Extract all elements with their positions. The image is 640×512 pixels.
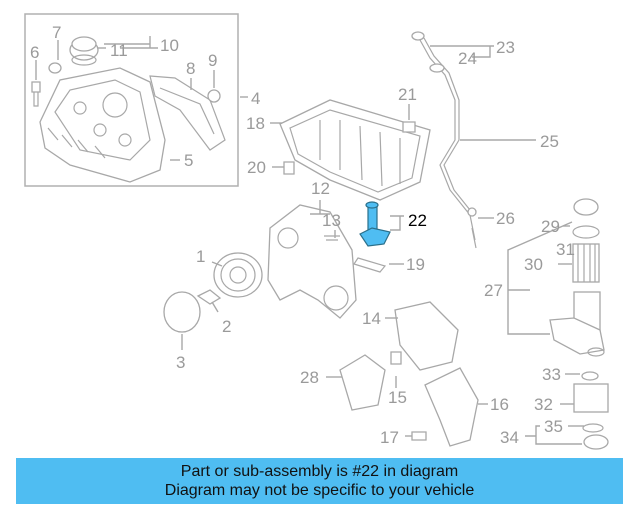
callout-13: 13	[322, 211, 341, 230]
callout-11: 11	[110, 41, 128, 60]
bracket-14	[394, 301, 459, 371]
callout-24: 24	[458, 49, 477, 68]
callout-16: 16	[490, 395, 509, 414]
callout-8: 8	[186, 59, 195, 78]
callout-4: 4	[251, 89, 260, 108]
valve-cover	[39, 67, 166, 183]
drain-plug	[283, 161, 295, 175]
bolt-13	[324, 235, 340, 241]
housing-28	[339, 354, 386, 411]
callout-5: 5	[184, 151, 193, 170]
banner-line-disclaimer: Diagram may not be specific to your vehi…	[164, 482, 475, 499]
cover-16	[424, 367, 479, 447]
callout-2: 2	[222, 317, 231, 336]
part-22-highlighted	[359, 201, 391, 247]
callout-27: 27	[484, 281, 503, 300]
callout-3: 3	[176, 353, 185, 372]
timing-cover	[267, 204, 357, 319]
small-cap	[48, 62, 62, 74]
parts-diagram: 1 2 3 4 5 6 7 8 9 10 11 12 13 14 15 16 1…	[24, 13, 609, 450]
callout-12: 12	[311, 179, 330, 198]
callout-35: 35	[544, 417, 563, 436]
callout-25: 25	[540, 132, 559, 151]
callout-1: 1	[196, 247, 205, 266]
valve-cover-bolt	[31, 81, 41, 107]
oil-pan	[279, 99, 431, 201]
callout-19: 19	[406, 255, 425, 274]
leader-lines	[35, 36, 584, 445]
callout-31: 31	[556, 240, 575, 259]
callout-18: 18	[246, 114, 265, 133]
oil-filler-cap	[69, 36, 99, 66]
callout-28: 28	[300, 368, 319, 387]
callout-32: 32	[534, 395, 553, 414]
grommet	[207, 89, 221, 103]
callout-23: 23	[496, 38, 515, 57]
callout-labels: 1 2 3 4 5 6 7 8 9 10 11 12 13 14 15 16 1…	[30, 23, 575, 447]
valve-cover-group-box	[24, 13, 239, 187]
crank-pulley	[213, 252, 263, 298]
pulley-bolt	[196, 289, 222, 305]
callout-34: 34	[500, 428, 519, 447]
seal	[163, 291, 201, 333]
valve-cover-gasket	[149, 75, 226, 151]
callout-6: 6	[30, 43, 39, 62]
dipstick-tube	[411, 31, 477, 249]
callout-22: 22	[408, 211, 427, 230]
bolt-15	[390, 351, 402, 365]
oil-filter-group	[549, 198, 609, 450]
callout-10: 10	[160, 36, 179, 55]
callout-30: 30	[524, 255, 543, 274]
callout-20: 20	[247, 158, 266, 177]
info-banner: Part or sub-assembly is #22 in diagram D…	[16, 458, 623, 504]
gasket-19	[353, 257, 387, 273]
callout-21: 21	[398, 85, 417, 104]
callout-7: 7	[52, 23, 61, 42]
callout-15: 15	[388, 388, 407, 407]
banner-line-part: Part or sub-assembly is #22 in diagram	[180, 463, 459, 480]
callout-29: 29	[541, 217, 560, 236]
callout-14: 14	[362, 309, 381, 328]
bolt-17	[411, 431, 427, 441]
pan-bolt	[402, 121, 416, 133]
callout-26: 26	[496, 209, 515, 228]
callout-9: 9	[208, 51, 217, 70]
callout-17: 17	[380, 428, 399, 447]
callout-33: 33	[542, 365, 561, 384]
